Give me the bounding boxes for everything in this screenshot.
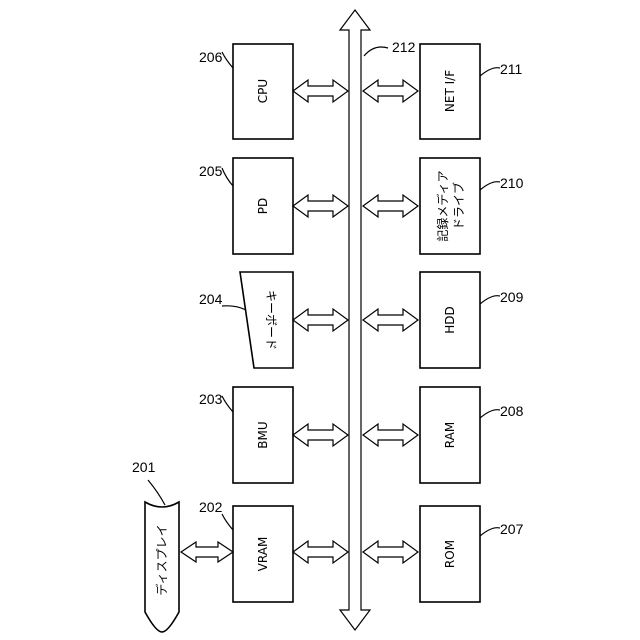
media-drive-block: 記録メディア ドライブ	[420, 158, 480, 254]
keyboard-block: キーボード	[240, 272, 293, 368]
hdd-ref-leader	[480, 296, 500, 304]
media-drive-label-line2: ドライブ	[451, 182, 466, 230]
cpu-ref-leader	[222, 52, 233, 68]
cpu-block: CPU	[233, 44, 293, 139]
vram-block: VRAM	[233, 506, 293, 602]
rom-label: ROM	[443, 540, 457, 568]
display-ref-leader	[148, 480, 165, 505]
media-drive-box	[420, 158, 480, 254]
bmu-label: BMU	[256, 421, 270, 448]
ram-block: RAM	[420, 387, 480, 483]
vram-ref: 202	[199, 499, 223, 515]
display-vram-arrow	[181, 542, 233, 562]
pd-block: PD	[233, 158, 293, 254]
cpu-ref: 206	[199, 49, 223, 65]
cpu-bus-arrow	[293, 80, 348, 102]
keyboard-bus-arrow	[293, 309, 348, 331]
vram-ref-leader	[222, 514, 233, 530]
ram-ref: 208	[500, 403, 524, 419]
pd-ref-leader	[222, 168, 233, 186]
rom-ref: 207	[500, 521, 524, 537]
ram-label: RAM	[443, 422, 457, 448]
netif-bus-arrow	[363, 80, 418, 102]
ram-ref-leader	[480, 410, 500, 418]
netif-label: NET I/F	[443, 70, 457, 112]
bmu-block: BMU	[233, 387, 293, 483]
media-bus-arrow	[363, 195, 418, 217]
hdd-block: HDD	[420, 272, 480, 368]
media-ref-leader	[480, 182, 500, 190]
display-block: ディスプレイ	[145, 502, 179, 632]
hdd-label: HDD	[443, 306, 457, 334]
bmu-bus-arrow	[293, 424, 348, 446]
netif-ref-leader	[480, 68, 500, 76]
media-drive-label-line1: 記録メディア	[435, 170, 450, 241]
rom-block: ROM	[420, 506, 480, 602]
netif-block: NET I/F	[420, 44, 480, 139]
hdd-ref: 209	[500, 289, 524, 305]
rom-ref-leader	[480, 528, 500, 536]
bmu-ref: 203	[199, 391, 223, 407]
vram-label: VRAM	[256, 537, 270, 572]
rom-bus-arrow	[363, 541, 418, 563]
bmu-ref-leader	[222, 396, 233, 412]
media-ref: 210	[500, 175, 524, 191]
bus-ref-leader	[364, 47, 388, 56]
keyboard-ref: 204	[199, 291, 223, 307]
vram-bus-arrow	[293, 541, 348, 563]
pd-label: PD	[256, 198, 270, 214]
display-label: ディスプレイ	[154, 524, 169, 595]
cpu-label: CPU	[256, 79, 270, 103]
pd-bus-arrow	[293, 195, 348, 217]
ram-bus-arrow	[363, 424, 418, 446]
netif-ref: 211	[500, 61, 523, 77]
keyboard-ref-leader	[222, 306, 246, 310]
hdd-bus-arrow	[363, 309, 418, 331]
pd-ref: 205	[199, 163, 223, 179]
keyboard-label: キーボード	[264, 290, 278, 350]
bus-ref: 212	[392, 39, 416, 55]
display-ref: 201	[132, 459, 156, 475]
